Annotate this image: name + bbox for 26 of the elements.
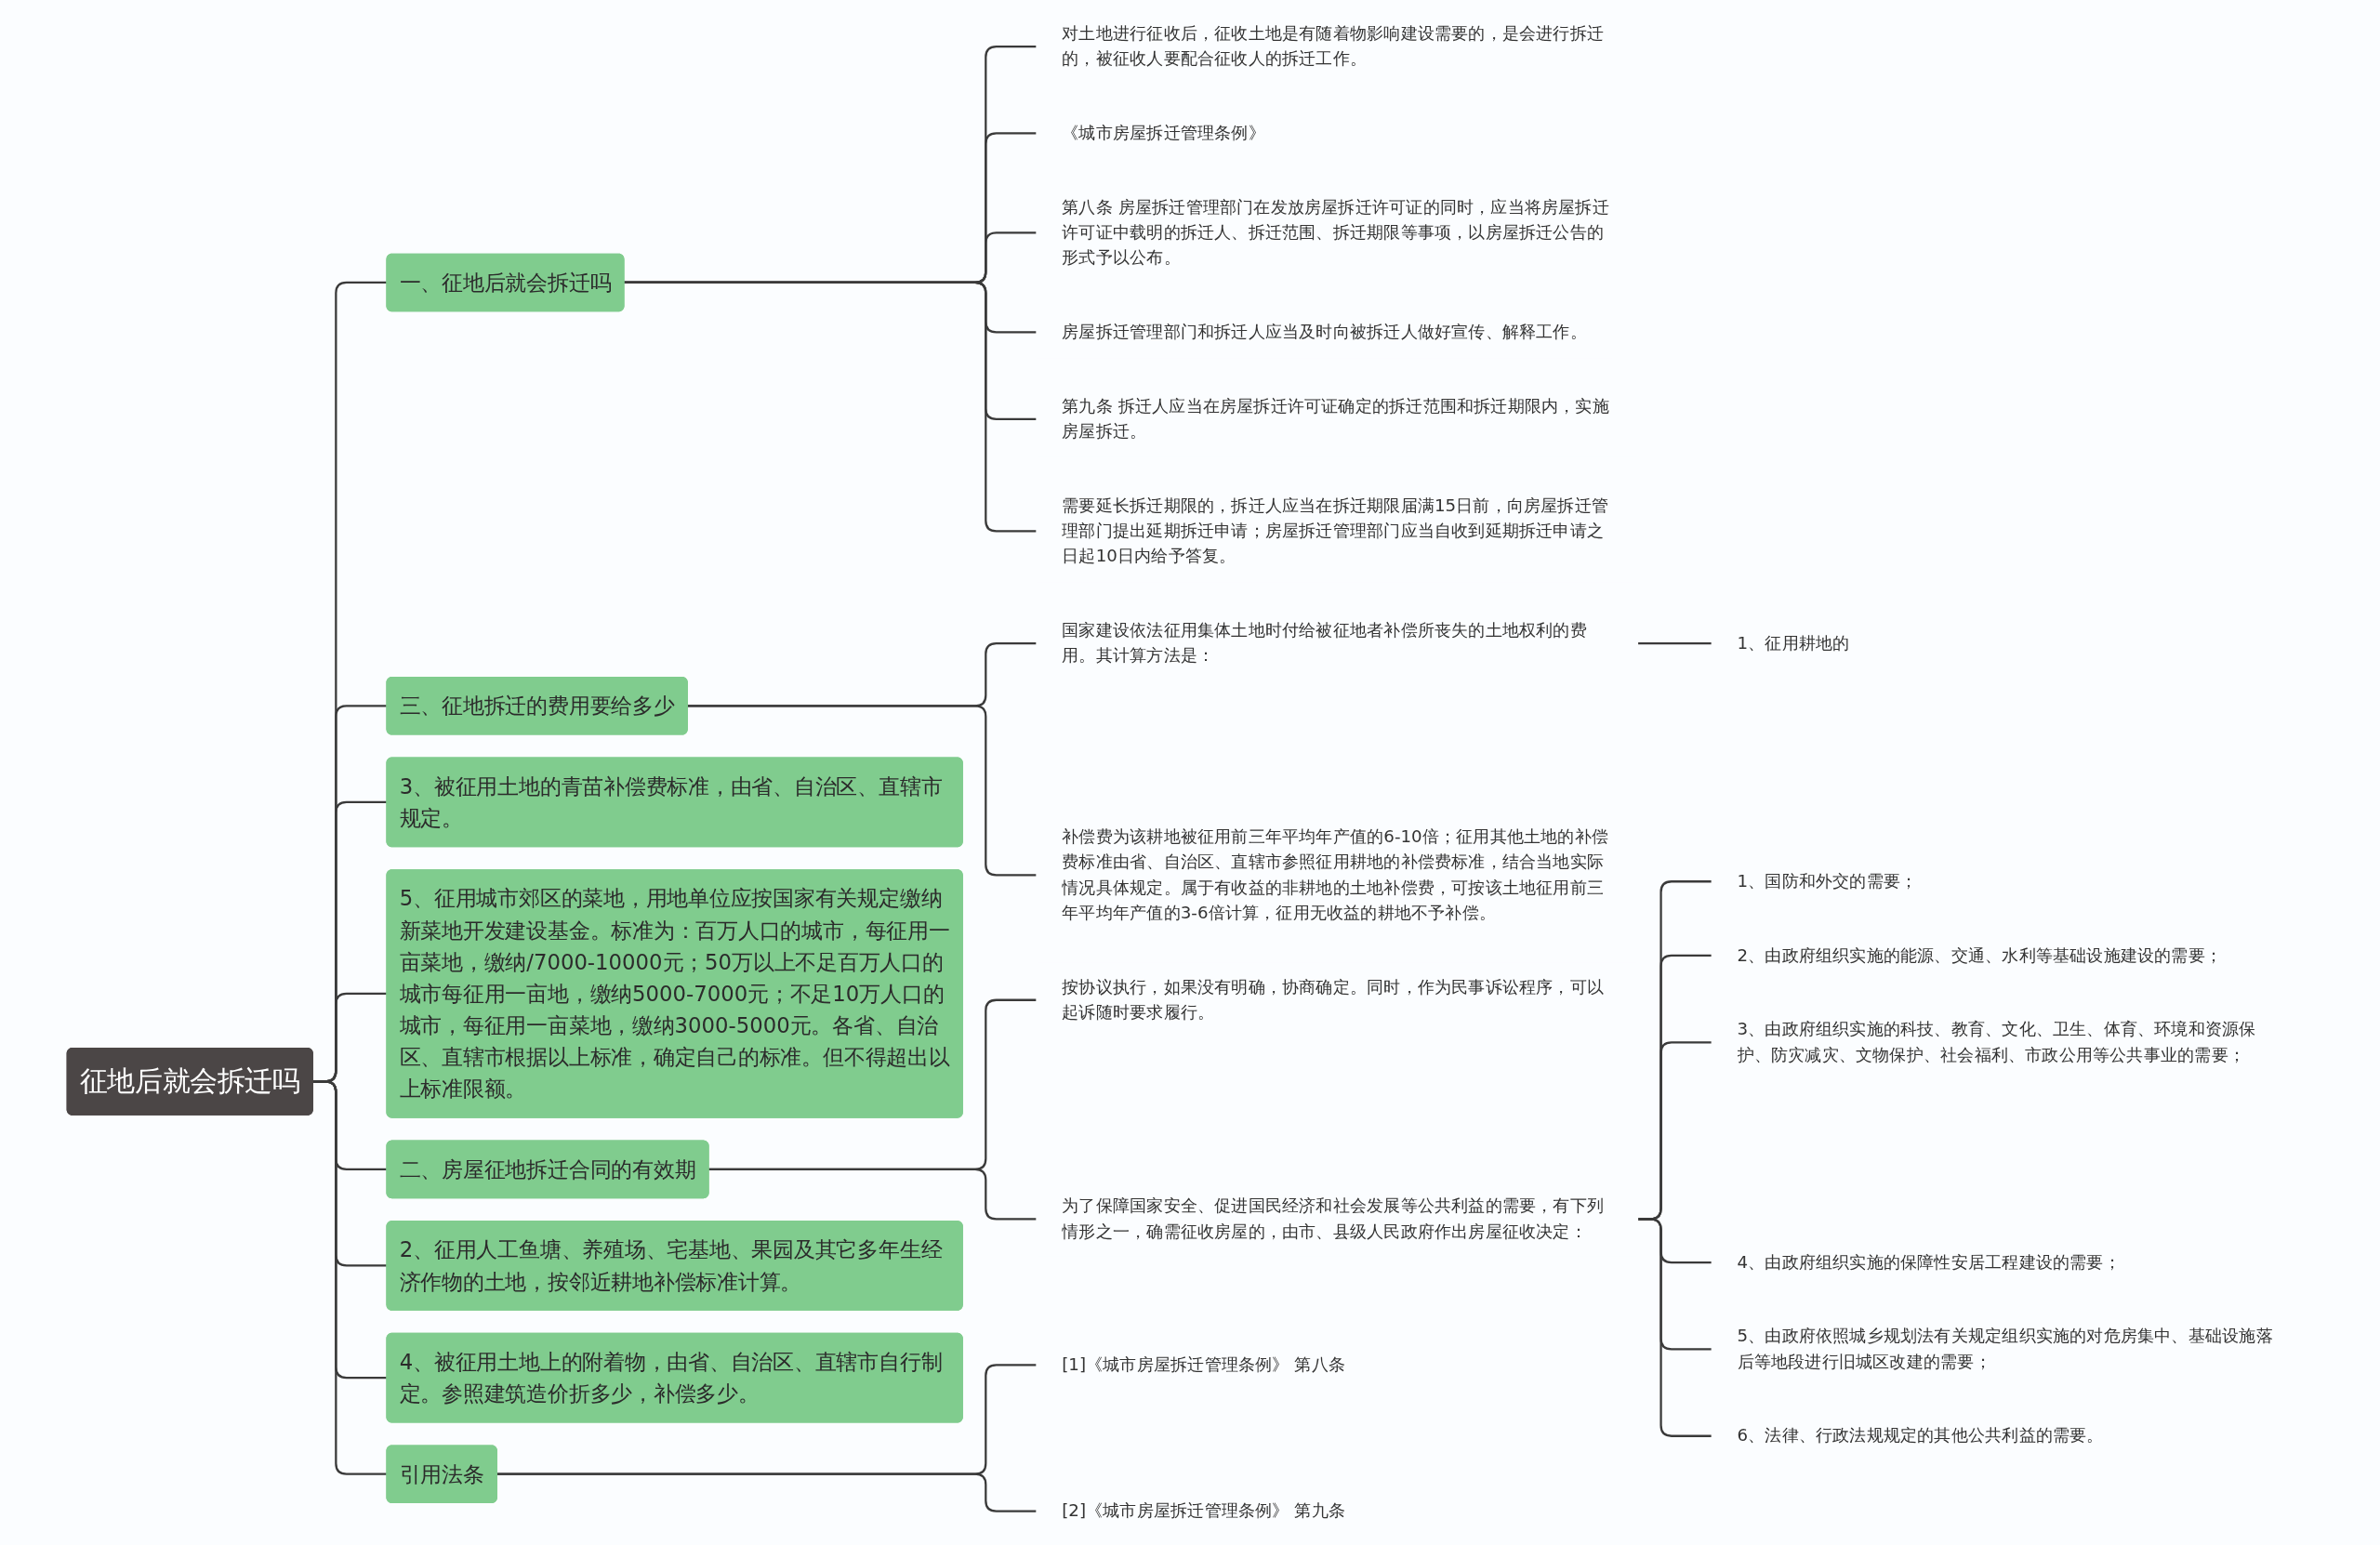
node-text: 第八条 房屋拆迁管理部门在发放房屋拆迁许可证的同时，应当将房屋拆迁许可证中载明的拆迁人、拆迁范围、拆迁期限等事项，以房屋拆迁公告的形式予以公布。 (1062, 196, 1609, 268)
node-text: 5、由政府依照城乡规划法有关规定组织实施的对危房集中、基础设施落后等地段进行旧城区改建的需要； (1737, 1326, 2273, 1372)
node-text: 6、法律、行政法规规定的其他公共利益的需要。 (1737, 1425, 2104, 1446)
connector (1637, 642, 1712, 645)
node-text: 《城市房屋拆迁管理条例》 (1062, 123, 1265, 143)
node-text: 需要延长拆迁期限的，拆迁人应当在拆迁期限届满15日前，向房屋拆迁管理部门提出延期拆迁申请；房屋拆迁管理部门应当自收到延期拆迁申请之日起10日内给予答复。 (1062, 495, 1609, 567)
connector (496, 1472, 1037, 1512)
node-text: 4、由政府组织实施的保障性安居工程建设的需要； (1737, 1251, 2121, 1273)
node-text: 按协议执行，如果没有明确，协商确定。同时，作为民事诉讼程序，可以起诉随时要求履行。 (1062, 976, 1605, 1023)
node-text: 为了保障国家安全、促进国民经济和社会发展等公共利益的需要，有下列情形之一，确需征收房屋的，由市、县级人民政府作出房屋征收决定： (1062, 1195, 1605, 1242)
node-text: 房屋拆迁管理部门和拆迁人应当及时向被拆迁人做好宣传、解释工作。 (1062, 322, 1587, 342)
connector (312, 1080, 387, 1475)
node-text: 1、征用耕地的 (1737, 632, 1850, 654)
node-text: 对土地进行征收后，征收土地是有随着物影响建设需要的，是会进行拆迁的，被征收人要配合征收人的拆迁工作。 (1062, 23, 1605, 69)
node-text: 3、由政府组织实施的科技、教育、文化、卫生、体育、环境和资源保护、防灾减灾、文物保护、社会福利、市政公用等公共事业的需要； (1737, 1019, 2256, 1065)
node-text: [1]《城市房屋拆迁管理条例》 第八条 (1062, 1354, 1346, 1375)
connector (624, 281, 1037, 533)
node-text: 第九条 拆迁人应当在房屋拆迁许可证确定的拆迁范围和拆迁期限内，实施房屋拆迁。 (1062, 395, 1609, 442)
connector (708, 1168, 1037, 1221)
node-text: 2、由政府组织实施的能源、交通、水利等基础设施建设的需要； (1737, 944, 2223, 966)
node-text: 国家建设依法征用集体土地时付给被征地者补偿所丧失的土地权利的费用。其计算方法是： (1062, 620, 1587, 667)
connector (687, 705, 1037, 877)
node-text: 1、国防和外交的需要； (1737, 870, 1918, 891)
connector (1637, 1218, 1712, 1437)
node-text: [2]《城市房屋拆迁管理条例》 第九条 (1062, 1500, 1346, 1521)
node-text: 补偿费为该耕地被征用前三年平均年产值的6-10倍；征用其他土地的补偿费标准由省、自治区、直辖市参照征用耕地的补偿费标准，结合当地实际情况具体规定。属于有收益的非耕地的土地补偿费，可按该土地征用前三年平均年产值的3-6倍计算，征用无收益的耕地不予补偿。 (1062, 826, 1609, 923)
